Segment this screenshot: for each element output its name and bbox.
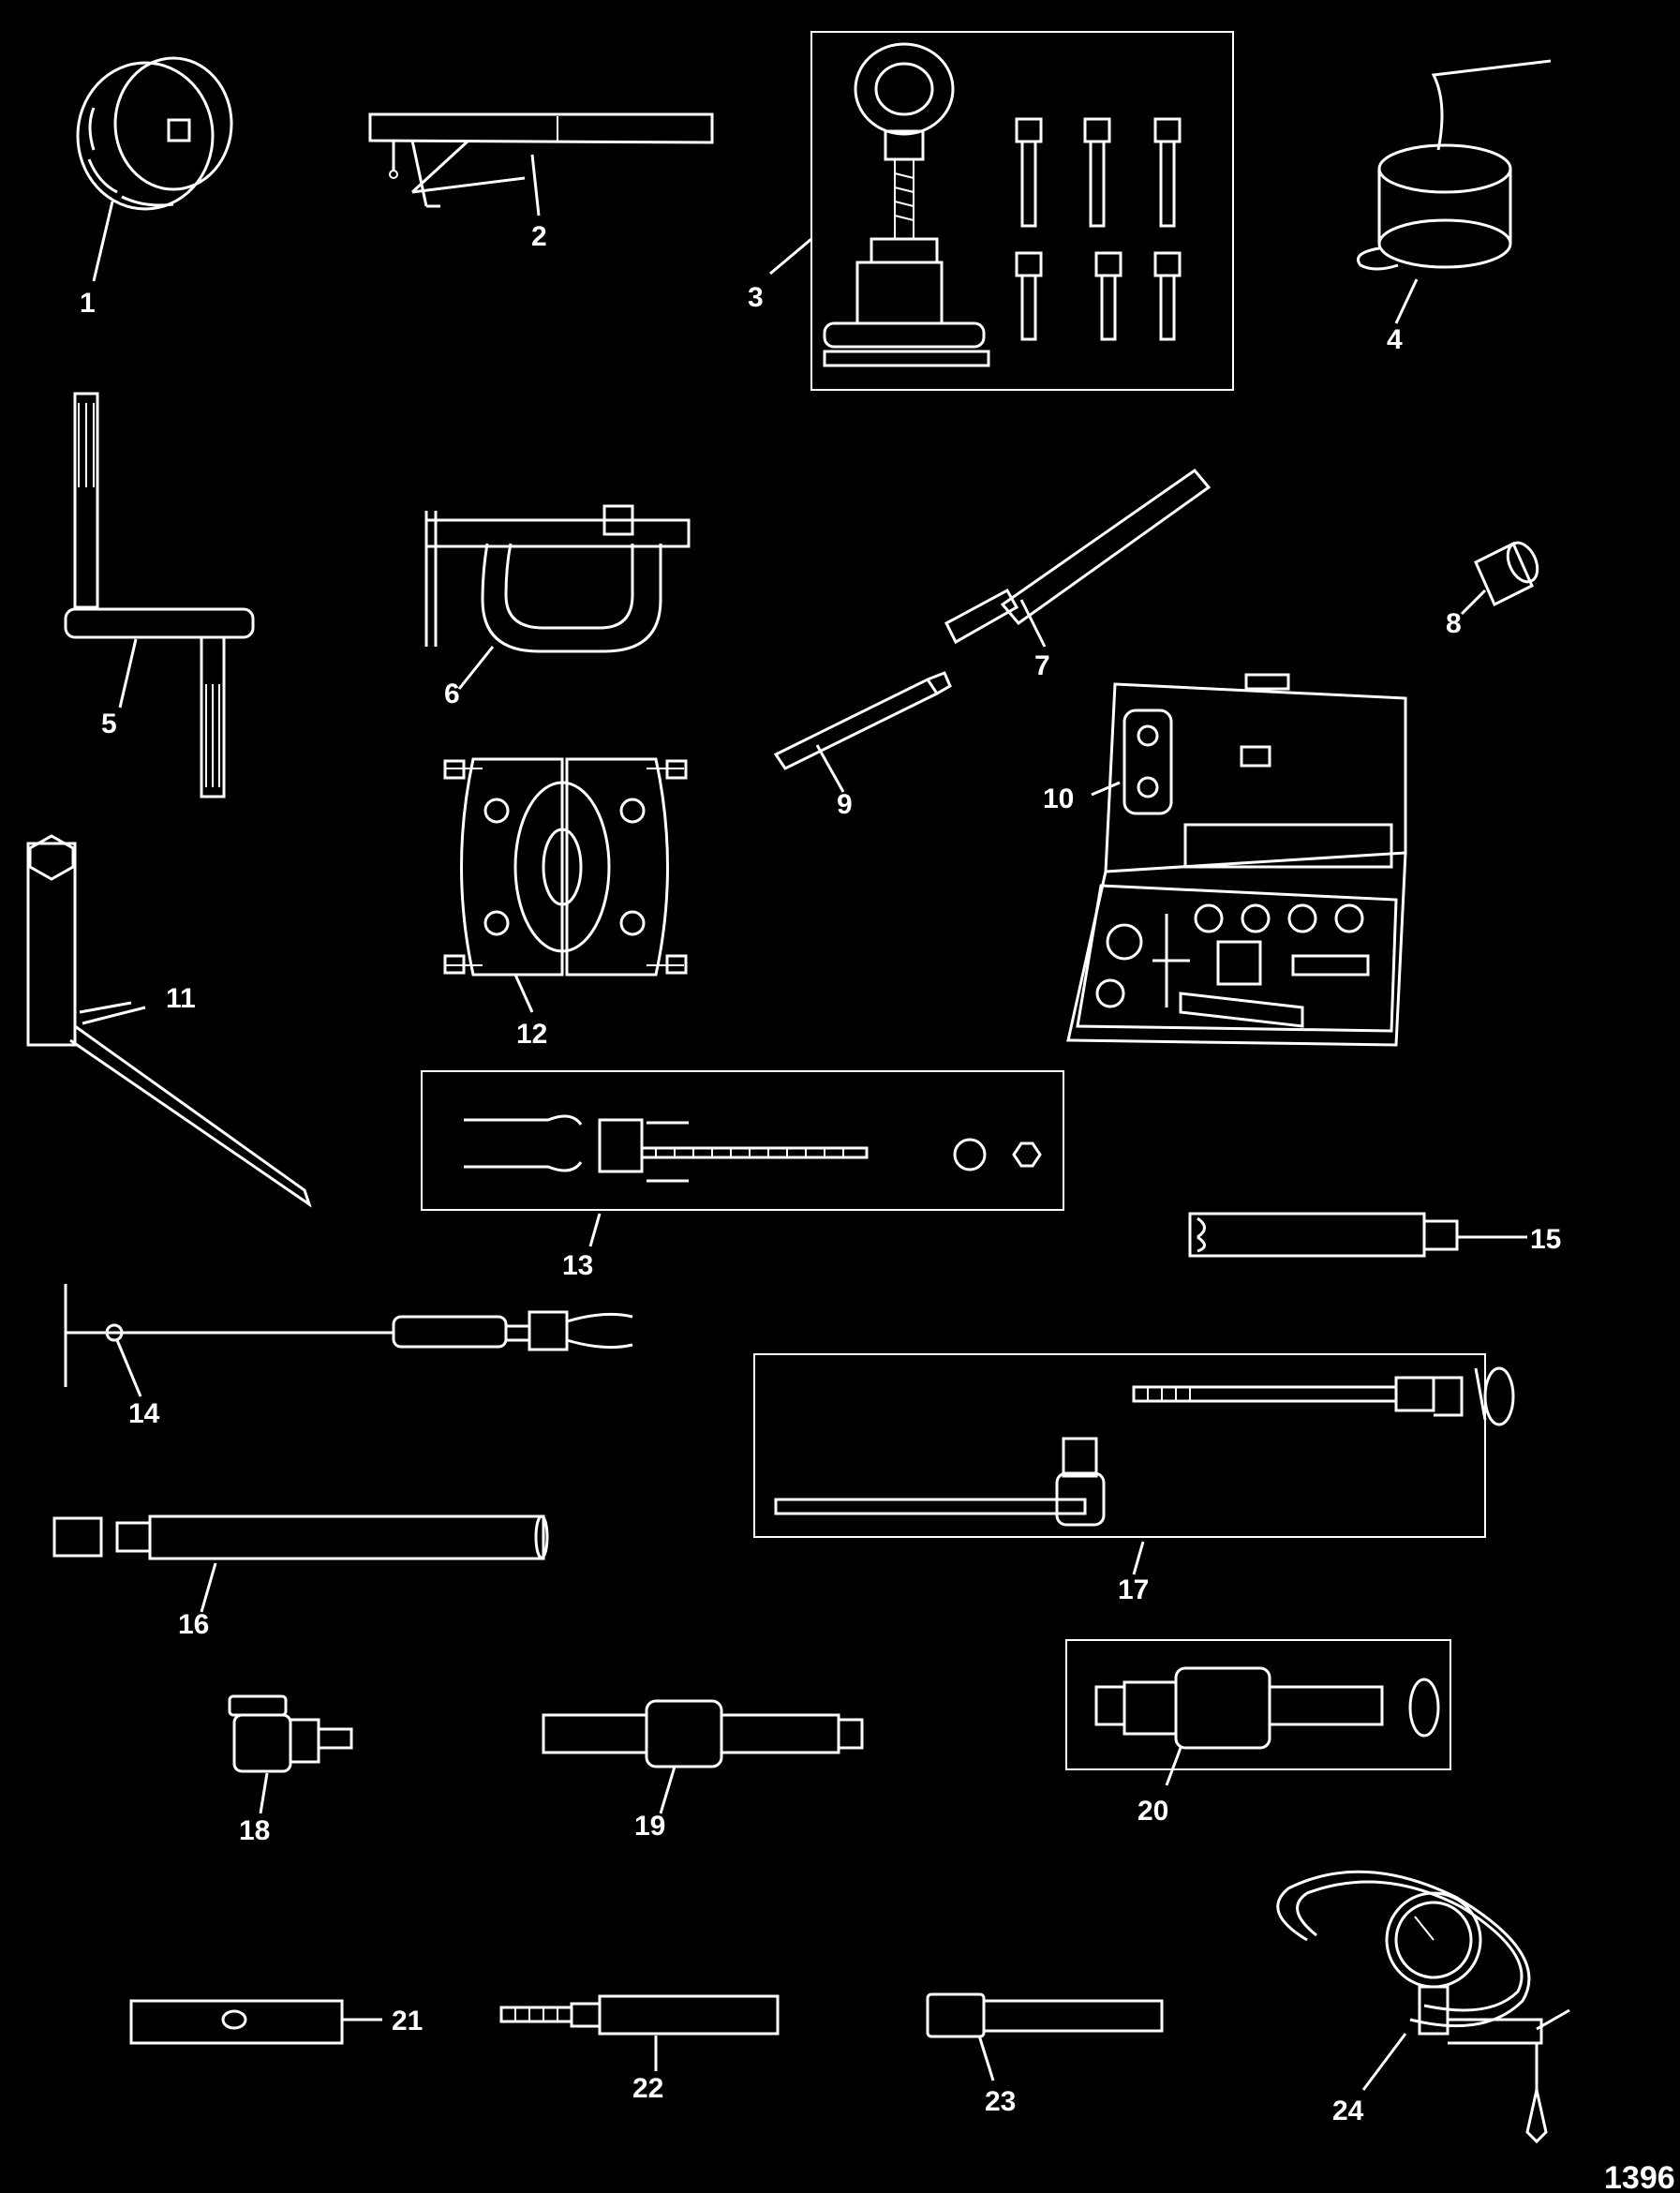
callout-21: 21: [392, 2006, 423, 2036]
tool-8-sleeve: [1474, 541, 1539, 607]
callout-16: 16: [178, 1609, 209, 1640]
tool-6-spring-compressor: [424, 504, 691, 653]
tool-10-kit-case: [1066, 673, 1407, 1047]
callout-12: 12: [516, 1019, 547, 1050]
callout-2: 2: [531, 221, 547, 252]
callout-8: 8: [1446, 608, 1462, 639]
callout-19: 19: [634, 1811, 665, 1842]
tool-24-pressure-gauge: [1276, 1870, 1570, 2144]
callout-6: 6: [444, 679, 460, 709]
tool-1-filter-wrench: [76, 56, 233, 211]
callout-22: 22: [632, 2073, 663, 2104]
tool-4-ring-compressor: [1357, 59, 1552, 271]
callout-17: 17: [1118, 1574, 1149, 1605]
tool-9-driver: [773, 671, 952, 770]
callout-15: 15: [1530, 1224, 1561, 1255]
tool-23-stepped-driver: [926, 1992, 1164, 2038]
tool-17-tool-set: [753, 1353, 1515, 1538]
callout-13: 13: [562, 1250, 593, 1281]
tool-11-box-wrench: [26, 834, 312, 1208]
tool-12-bearing-separator: [443, 757, 688, 977]
tool-7-driver-rod: [944, 468, 1212, 645]
callout-3: 3: [748, 282, 764, 313]
tool-15-tubular-socket: [1188, 1212, 1459, 1258]
callout-5: 5: [101, 709, 117, 739]
tool-2-bracket: [368, 112, 714, 208]
tool-16-driver-shaft: [52, 1514, 549, 1560]
callout-1: 1: [80, 288, 96, 319]
callout-14: 14: [128, 1398, 160, 1429]
tool-19-mandrel: [542, 1699, 864, 1768]
tool-22-threaded-driver: [499, 1994, 780, 2036]
tool-21-plate: [129, 1999, 344, 2045]
tool-5-t-handle: [64, 392, 255, 798]
tool-20-installer: [1065, 1639, 1451, 1770]
callout-11: 11: [166, 983, 196, 1014]
tool-3-lifting-eye-kit: [810, 31, 1234, 391]
tool-13-puller-kit: [421, 1070, 1064, 1211]
tool-18-driver-head: [228, 1694, 353, 1773]
callout-23: 23: [985, 2086, 1016, 2117]
callout-10: 10: [1043, 783, 1074, 814]
callout-9: 9: [837, 789, 853, 820]
callout-7: 7: [1034, 650, 1050, 681]
tool-14-slide-hammer: [64, 1284, 633, 1387]
callout-24: 24: [1332, 2096, 1364, 2126]
callout-18: 18: [239, 1815, 270, 1846]
callout-20: 20: [1137, 1796, 1168, 1827]
bolt-set: [1015, 117, 1182, 341]
figure-reference-number: 1396: [1604, 2160, 1675, 2193]
callout-4: 4: [1387, 324, 1403, 355]
